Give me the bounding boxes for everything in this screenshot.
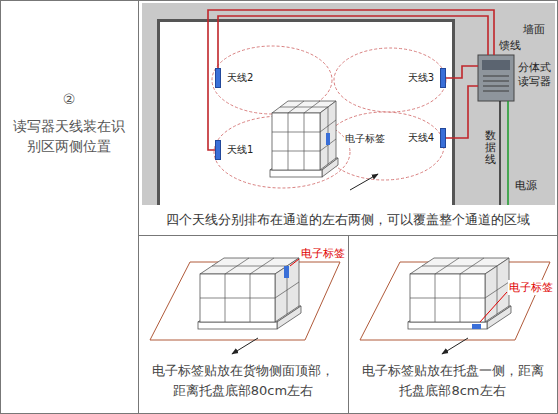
pallet-stack [270, 101, 338, 177]
feeder-cable [446, 66, 478, 78]
wall-outline [159, 21, 454, 206]
table-cell: 电子标签贴放在托盘一侧，距离托盘底部8cm左右 [348, 235, 557, 413]
coverage-ellipse [212, 46, 446, 188]
wall-label: 墙面 [522, 22, 546, 37]
pallet-stack [408, 258, 511, 329]
cell-text: 读写器天线装在识别区两侧位置 [11, 116, 127, 157]
tag-label: 电子标签 [508, 280, 554, 295]
antenna: 天线3 [440, 68, 446, 88]
floor-outline [360, 262, 550, 340]
antenna-label: 天线3 [407, 71, 435, 85]
antenna: 天线4 [440, 128, 446, 148]
direction-arrow [232, 338, 258, 354]
channel-floor [160, 22, 452, 205]
tag-symbol [472, 324, 481, 329]
reader-device: 分体式读写器 [478, 55, 514, 101]
feeder-cable [218, 16, 488, 68]
floor-outline [150, 262, 340, 340]
tag-label: 电子标签 [344, 132, 386, 146]
feeder-cable [446, 86, 478, 138]
direction-arrow [350, 174, 378, 190]
cell-text: 四个天线分别排布在通道的左右两侧，可以覆盖整个通道的区域 [144, 212, 552, 229]
leader-line [290, 259, 299, 266]
power-wire [507, 101, 509, 205]
device-label: 分体式读写器 [518, 61, 552, 90]
wall-area [142, 3, 555, 205]
reader-body [478, 55, 514, 101]
tag-symbol [284, 266, 289, 278]
reader-detail [483, 76, 509, 91]
table-line [138, 0, 139, 414]
antenna-label: 天线1 [226, 143, 254, 157]
antenna: 天线2 [215, 68, 221, 88]
antenna-label: 天线2 [226, 71, 254, 85]
tag-label: 电子标签 [300, 246, 346, 261]
wire-label: 电源 [514, 178, 538, 193]
table-line [348, 235, 349, 414]
wire-label: 数据线 [484, 130, 497, 166]
table-cell: ② 读写器天线装在识别区两侧位置 [0, 0, 138, 413]
cell-text: 电子标签贴放在货物侧面顶部，距离托盘底部80cm左右 [146, 361, 340, 400]
cell-text: 电子标签贴放在托盘一侧，距离托盘底部8cm左右 [356, 361, 549, 400]
table-cell: 天线2 天线1 天线3 天线4 分体式读写器四个天线分别排布在通道的左右两侧，可以覆盖整… [138, 0, 558, 235]
tag-symbol [326, 133, 330, 145]
antenna-label: 天线4 [407, 131, 435, 145]
table-cell: 电子标签贴放在货物侧面顶部，距离托盘底部80cm左右 [138, 235, 348, 413]
cell-text: ② [0, 90, 138, 108]
feeder-cable [208, 10, 494, 150]
reader-detail [482, 60, 510, 70]
direction-arrow [442, 338, 468, 354]
pallet-stack [198, 258, 301, 329]
leader-line [480, 292, 507, 322]
data-wire [499, 101, 501, 205]
antenna: 天线1 [215, 140, 221, 160]
wire-label: 馈线 [498, 38, 522, 53]
